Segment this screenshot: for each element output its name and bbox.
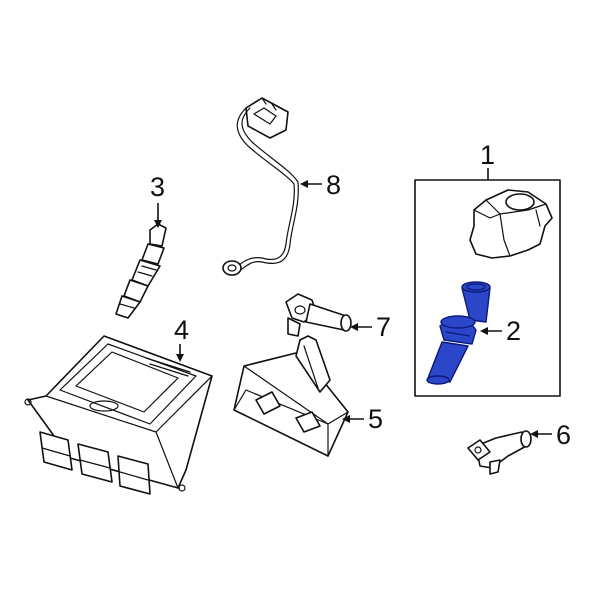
position-sensor[interactable]: [285, 293, 352, 337]
module-bracket[interactable]: [233, 335, 349, 457]
callout-8: 8: [326, 170, 341, 200]
ignition-coil-tube[interactable]: [426, 281, 491, 385]
callout-5: 5: [368, 404, 383, 434]
crankshaft-sensor[interactable]: [467, 430, 532, 475]
arrowhead-6: [530, 430, 538, 438]
spark-plug[interactable]: [115, 223, 167, 319]
arrowhead-4: [176, 354, 184, 362]
arrowhead-7: [350, 323, 358, 331]
ignition-coil-group: [414, 179, 561, 397]
ignition-coil-boot: [469, 189, 553, 259]
arrowhead-5: [342, 415, 350, 423]
arrowhead-3: [154, 220, 162, 228]
callout-6: 6: [556, 420, 571, 450]
arrowhead-2: [480, 327, 488, 335]
callout-3: 3: [150, 172, 165, 202]
callout-1: 1: [480, 140, 495, 170]
callout-2: 2: [506, 316, 521, 346]
callout-4: 4: [174, 315, 189, 345]
sensor-harness[interactable]: [222, 97, 299, 276]
callouts: 1 2 3 4 5 6 7 8: [150, 140, 571, 450]
callout-7: 7: [376, 312, 391, 342]
arrowhead-8: [300, 180, 308, 188]
engine-control-module[interactable]: [24, 335, 213, 495]
